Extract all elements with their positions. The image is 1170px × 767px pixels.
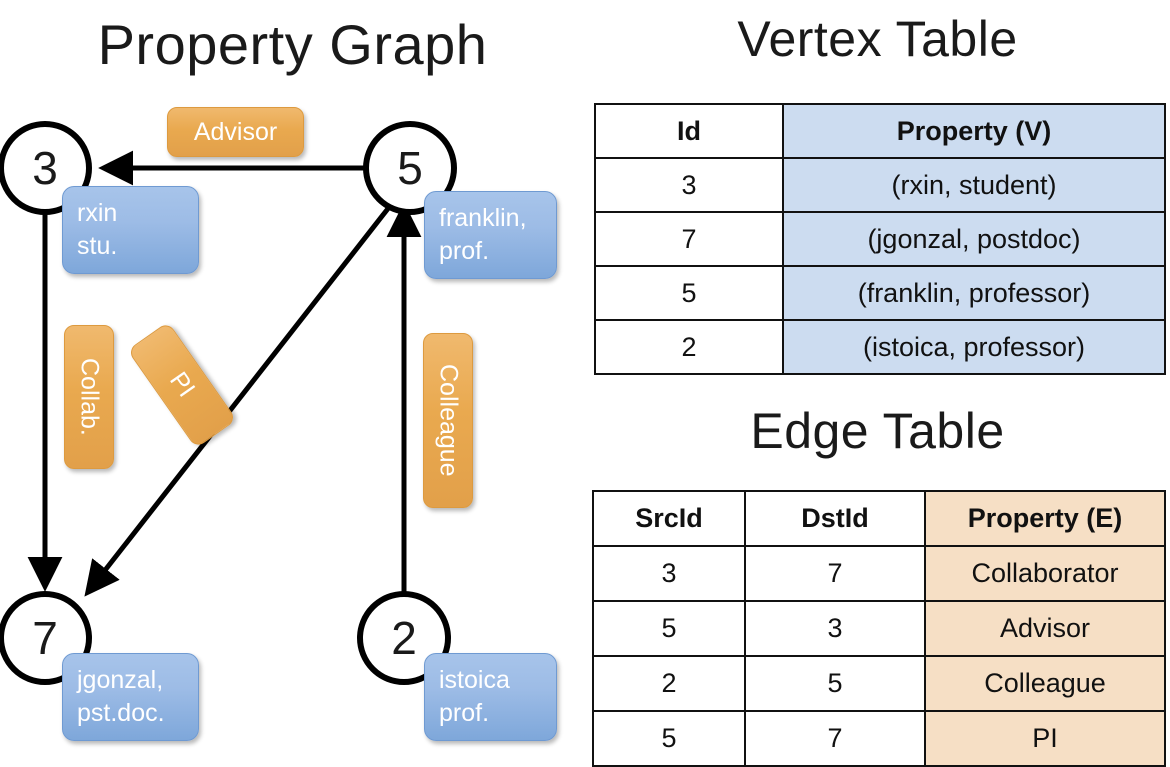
vertex-property-line1: rxin [77,199,118,227]
table-row[interactable]: 5 (franklin, professor) [594,265,1166,321]
node-circle-5[interactable] [363,121,457,215]
table-row[interactable]: 7 (jgonzal, postdoc) [594,211,1166,267]
cell-id: 7 [594,211,784,267]
page-title-vertex-table: Vertex Table [737,11,1018,67]
table-header-row: Id Property (V) [594,103,1166,159]
vertex-property-line2: prof. [439,237,490,265]
cell-srcid: 5 [592,710,746,767]
edge-label-text: Advisor [193,117,278,146]
edge-label-advisor[interactable]: Advisor [167,107,304,157]
column-header-srcid: SrcId [592,490,746,547]
vertex-property-line2: prof. [439,699,490,727]
table-row[interactable]: 5 7 PI [592,710,1166,767]
vertex-property-box-2[interactable]: istoica prof. [424,653,557,741]
cell-srcid: 5 [592,600,746,657]
column-header-property-e: Property (E) [924,490,1166,547]
edge-table: SrcId DstId Property (E) 3 7 Collaborato… [592,490,1166,767]
cell-srcid: 2 [592,655,746,712]
cell-property: Collaborator [924,545,1166,602]
vertex-property-line1: franklin, [439,204,527,232]
page-title-property-graph: Property Graph [97,13,488,76]
cell-id: 3 [594,157,784,213]
table-row[interactable]: 3 (rxin, student) [594,157,1166,213]
edge-label-colleague[interactable]: Colleague [423,333,473,508]
edge-5-to-7-pi [84,204,392,597]
cell-id: 2 [594,319,784,375]
column-header-property-v: Property (V) [782,103,1166,159]
edge-label-text: Colleague [434,364,463,477]
vertex-table: Id Property (V) 3 (rxin, student) 7 (jgo… [594,103,1166,375]
table-header-row: SrcId DstId Property (E) [592,490,1166,547]
edge-label-collab[interactable]: Collab. [64,325,114,469]
vertex-property-box-3[interactable]: rxin stu. [62,186,199,274]
vertex-property-line1: jgonzal, [77,666,164,694]
table-row[interactable]: 2 (istoica, professor) [594,319,1166,375]
edge-label-text: PI [164,367,201,403]
vertex-property-box-5[interactable]: franklin, prof. [424,191,557,279]
cell-property: Advisor [924,600,1166,657]
cell-dstid: 7 [744,710,926,767]
cell-property: (rxin, student) [782,157,1166,213]
vertex-property-line2: pst.doc. [77,699,165,727]
page-title-edge-table: Edge Table [750,403,1005,459]
cell-srcid: 3 [592,545,746,602]
table-row[interactable]: 3 7 Collaborator [592,545,1166,602]
cell-dstid: 7 [744,545,926,602]
property-graph-panel: Property Graph 3 5 7 2 rxin stu. frankli… [0,0,585,760]
cell-property: PI [924,710,1166,767]
edge-label-text: Collab. [75,358,104,436]
vertex-property-box-7[interactable]: jgonzal, pst.doc. [62,653,199,741]
vertex-property-line1: istoica [439,666,510,694]
table-row[interactable]: 5 3 Advisor [592,600,1166,657]
cell-dstid: 3 [744,600,926,657]
table-row[interactable]: 2 5 Colleague [592,655,1166,712]
cell-property: (jgonzal, postdoc) [782,211,1166,267]
column-header-dstid: DstId [744,490,926,547]
cell-property: (franklin, professor) [782,265,1166,321]
cell-dstid: 5 [744,655,926,712]
cell-property: (istoica, professor) [782,319,1166,375]
cell-property: Colleague [924,655,1166,712]
cell-id: 5 [594,265,784,321]
vertex-property-line2: stu. [77,232,118,260]
column-header-id: Id [594,103,784,159]
